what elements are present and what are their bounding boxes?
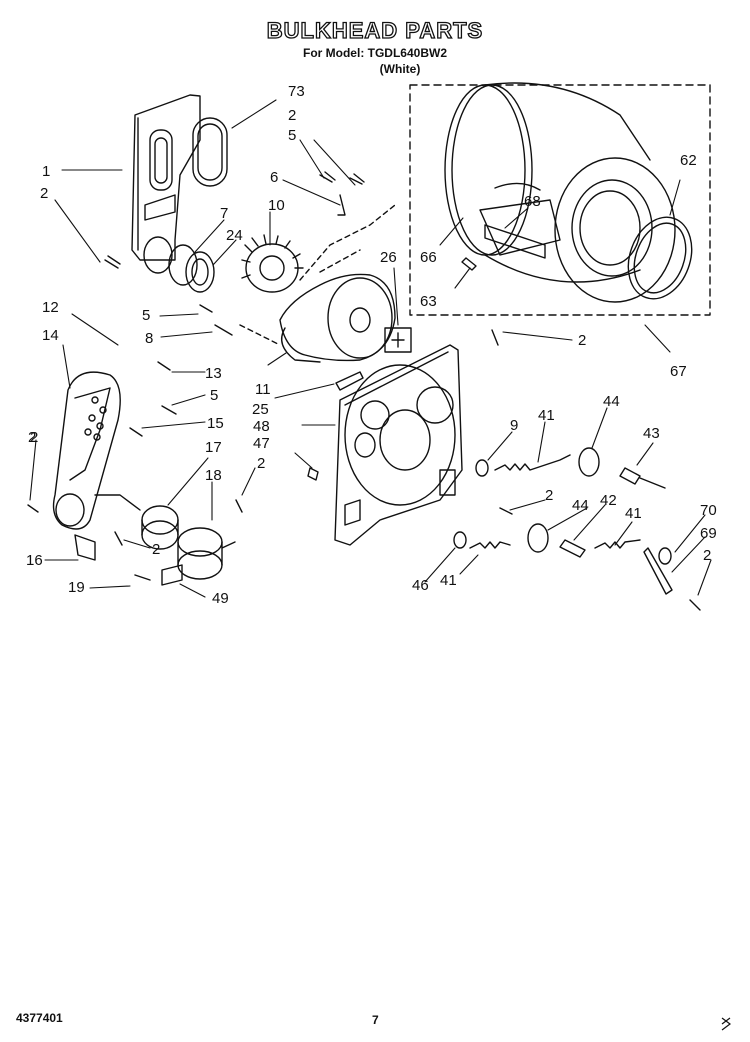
callout-6: 6: [270, 169, 278, 186]
callout-26: 26: [380, 249, 397, 266]
model-line: For Model: TGDL640BW2: [302, 46, 447, 60]
front-bulkhead: [131, 94, 201, 274]
callout-62: 62: [680, 152, 697, 169]
callout-69: 69: [700, 525, 717, 542]
callout-2: 2: [152, 541, 160, 558]
ring-24: [185, 251, 215, 293]
callout-12: 12: [42, 299, 59, 316]
callout-73: 73: [288, 83, 305, 100]
roller-44a: [578, 447, 600, 477]
registration-mark: [721, 1017, 731, 1031]
screw-63: [461, 257, 477, 271]
callout-2: 2: [257, 455, 265, 472]
callout-41: 41: [538, 407, 555, 424]
document-number: 4377401: [16, 1011, 63, 1025]
callout-5: 5: [210, 387, 218, 404]
callout-44: 44: [572, 497, 589, 514]
callout-47: 47: [253, 435, 270, 452]
motor-18: [177, 527, 236, 580]
callout-43: 43: [643, 425, 660, 442]
drum-seal-ring: [627, 216, 693, 300]
callout-9: 9: [510, 417, 518, 434]
callout-48: 48: [253, 418, 270, 435]
callout-49: 49: [212, 590, 229, 607]
callout-10: 10: [268, 197, 285, 214]
thermal-fuse: [384, 327, 412, 353]
drum-assembly-box: [409, 84, 711, 316]
motor-17: [141, 505, 179, 550]
ring-7: [168, 244, 198, 286]
callout-11: 11: [255, 381, 271, 398]
belt-cover: [52, 371, 121, 530]
callout-14: 14: [42, 327, 59, 344]
callout-2: 2: [545, 487, 553, 504]
page-number: 7: [372, 1013, 379, 1027]
seal-73: [192, 117, 228, 187]
blower-wheel: [241, 234, 304, 293]
callout-2: 2: [578, 332, 586, 349]
callout-2: 2: [28, 429, 36, 446]
bracket-49: [161, 564, 183, 586]
drum-assembly: [444, 82, 676, 303]
washer-9: [475, 459, 489, 477]
nut-47: [307, 467, 319, 481]
callout-67: 67: [670, 363, 687, 380]
callout-41: 41: [440, 572, 457, 589]
spring-41a: [494, 454, 571, 471]
callout-66: 66: [420, 249, 437, 266]
bracket-16: [74, 534, 96, 561]
bracket-69: [643, 547, 673, 595]
roller-44b: [527, 523, 549, 553]
blower-housing: [279, 273, 396, 363]
callout-19: 19: [68, 579, 85, 596]
callout-2: 2: [40, 185, 48, 202]
callout-18: 18: [205, 467, 222, 484]
callout-15: 15: [207, 415, 224, 432]
callout-2: 2: [288, 107, 296, 124]
callout-16: 16: [26, 552, 43, 569]
callout-24: 24: [226, 227, 243, 244]
page-title: BULKHEAD PARTS: [266, 17, 484, 43]
callout-1: 1: [42, 163, 50, 180]
spring-41c: [594, 539, 641, 549]
felt-strip: [335, 371, 364, 391]
callout-13: 13: [205, 365, 222, 382]
callout-25: 25: [252, 401, 269, 418]
callout-63: 63: [420, 293, 437, 310]
callout-5: 5: [288, 127, 296, 144]
callout-44: 44: [603, 393, 620, 410]
callout-2: 2: [30, 429, 38, 446]
spring-41b: [469, 541, 511, 549]
color-line: (White): [379, 62, 421, 76]
callout-8: 8: [145, 330, 153, 347]
washer-46: [453, 531, 467, 549]
callout-68: 68: [524, 193, 541, 210]
washer-70: [658, 547, 672, 565]
callout-70: 70: [700, 502, 717, 519]
callout-42: 42: [600, 492, 617, 509]
callout-7: 7: [220, 205, 228, 222]
callout-2: 2: [703, 547, 711, 564]
callout-41: 41: [625, 505, 642, 522]
callout-5: 5: [142, 307, 150, 324]
callout-17: 17: [205, 439, 222, 456]
rear-bulkhead: [334, 344, 463, 546]
callout-46: 46: [412, 577, 429, 594]
axle-43: [619, 467, 666, 489]
axle-42: [559, 539, 586, 558]
